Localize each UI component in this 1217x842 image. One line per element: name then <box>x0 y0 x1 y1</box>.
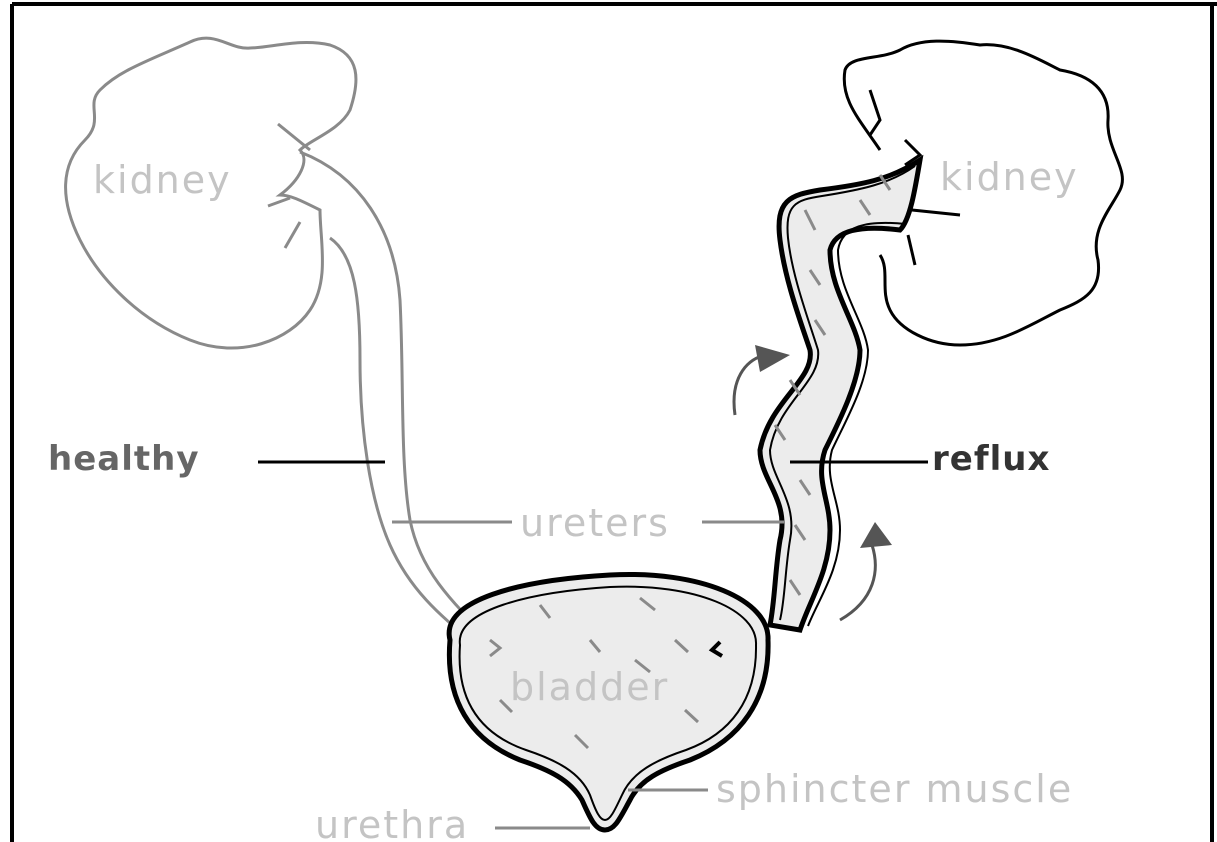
ureter-left <box>300 152 490 640</box>
ureter-right <box>760 160 920 630</box>
sphincter-label: sphincter muscle <box>716 767 1073 811</box>
urethra-label: urethra <box>315 803 469 842</box>
bladder-label: bladder <box>510 665 669 709</box>
reflux-label: reflux <box>932 439 1050 479</box>
healthy-label: healthy <box>48 439 199 479</box>
kidney-left-label: kidney <box>93 158 232 202</box>
ureters-label: ureters <box>520 501 670 545</box>
kidney-right-label: kidney <box>940 155 1079 199</box>
